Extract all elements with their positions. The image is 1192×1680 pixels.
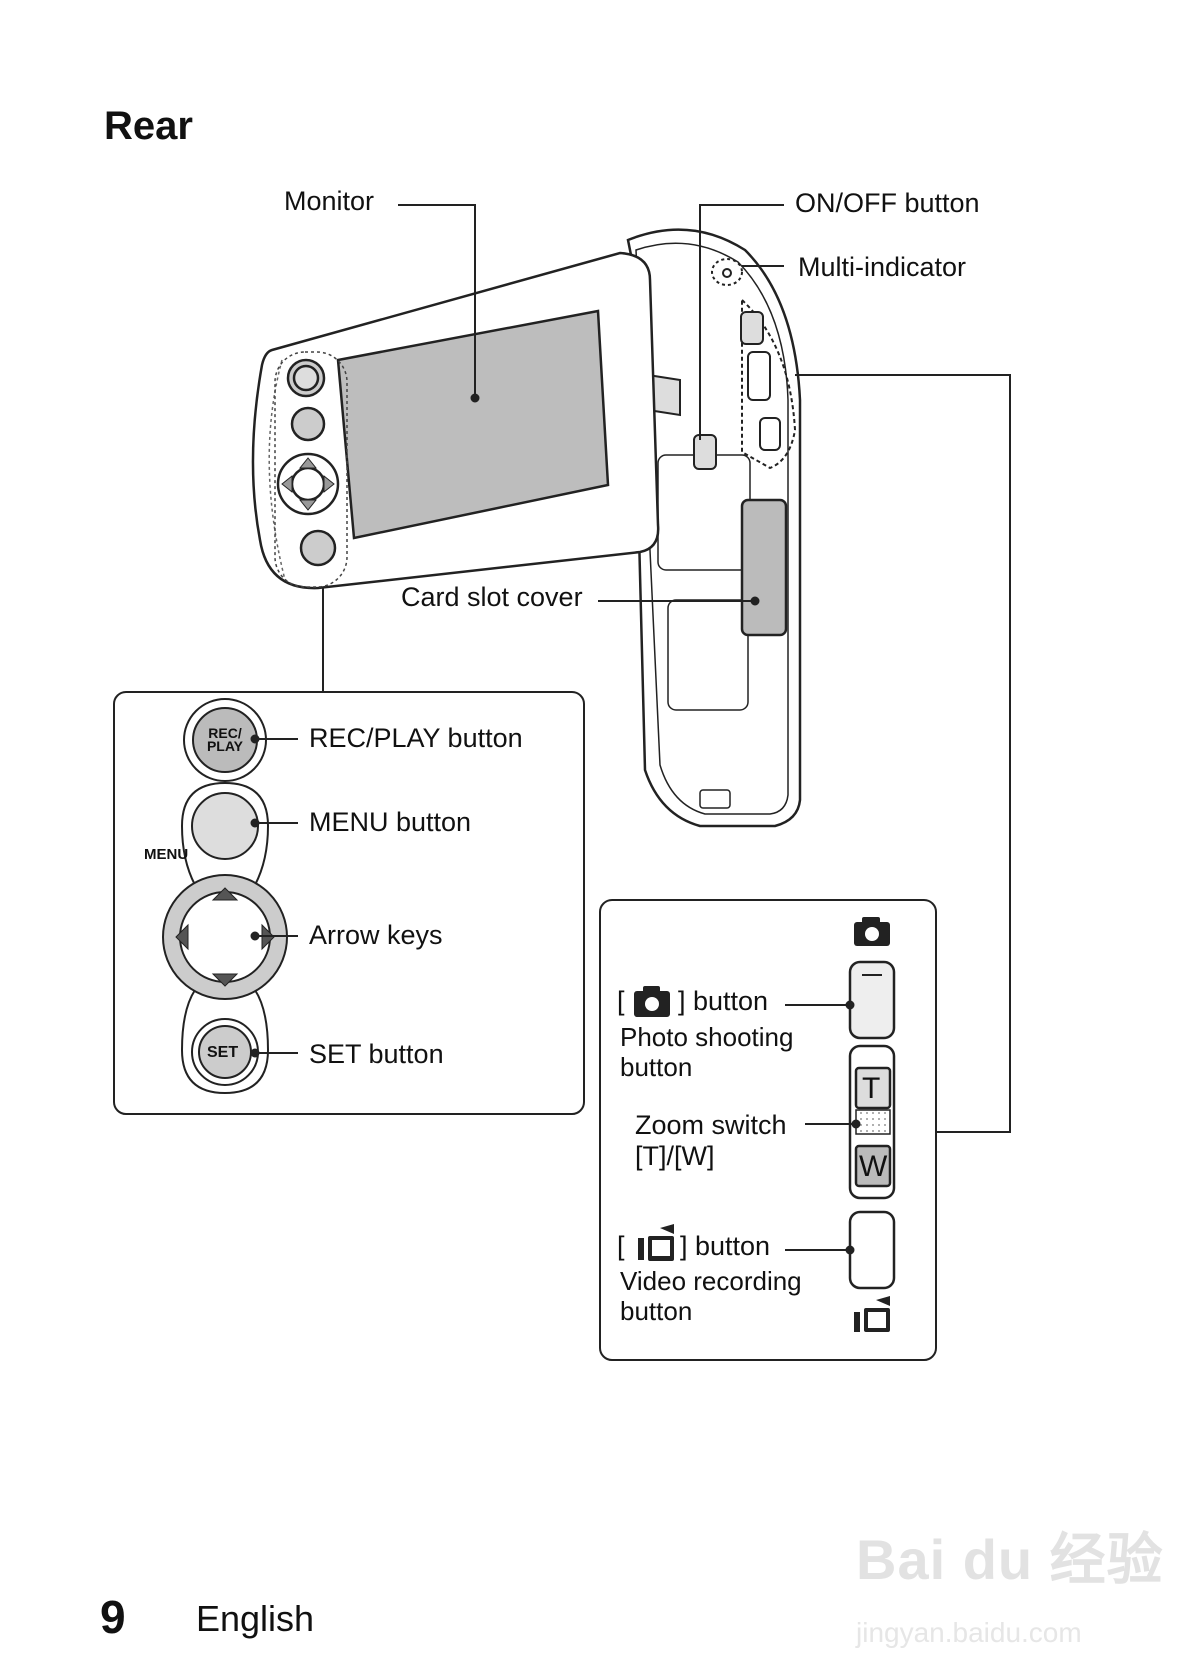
camera-top-icon xyxy=(854,917,890,946)
zoom-switch-label: Zoom switch xyxy=(635,1110,787,1140)
video-bottom-icon xyxy=(854,1296,890,1332)
photo-button-open-bracket: [ xyxy=(617,986,625,1016)
page-language: English xyxy=(196,1598,315,1639)
video-button-open-bracket: [ xyxy=(617,1231,625,1261)
side-controls xyxy=(693,258,797,470)
rec-play-key-face: REC/ PLAY xyxy=(203,725,247,754)
menu-tag: MENU xyxy=(144,846,189,863)
set-button-label: SET button xyxy=(309,1039,444,1069)
video-button-desc: Video recording button xyxy=(620,1266,802,1326)
video-button-label: ] button xyxy=(680,1231,771,1261)
leader-lines xyxy=(322,204,1011,1133)
page-number: 9 xyxy=(100,1591,126,1643)
rec-play-key-bottom: PLAY xyxy=(206,738,244,754)
rec-play-button-label: REC/PLAY button xyxy=(309,723,523,753)
watermark-url: jingyan.baidu.com xyxy=(856,1617,1082,1648)
monitor-label: Monitor xyxy=(284,186,375,216)
left-panel-controls xyxy=(162,698,288,1095)
watermark-logo: Bai du 经验 xyxy=(856,1528,1164,1591)
right-panel-controls xyxy=(848,960,896,1290)
zoom-t-label: T xyxy=(862,1072,881,1105)
section-title: Rear xyxy=(104,104,193,148)
multi-indicator-label: Multi-indicator xyxy=(798,252,967,282)
on-off-button-label: ON/OFF button xyxy=(795,188,980,218)
set-key-face: SET xyxy=(207,1044,239,1061)
left-panel-leaders xyxy=(250,734,298,1058)
photo-button-desc: Photo shooting button xyxy=(620,1022,794,1082)
arrow-keys-label: Arrow keys xyxy=(309,920,443,950)
video-inline-icon xyxy=(638,1224,674,1261)
card-slot-cover-label: Card slot cover xyxy=(401,582,583,612)
rec-play-key-top: REC/ xyxy=(208,725,242,741)
monitor-panel xyxy=(251,251,660,590)
zoom-w-label: W xyxy=(859,1150,888,1183)
photo-inline-icon xyxy=(634,986,670,1017)
right-panel-leaders xyxy=(785,1000,861,1255)
menu-button-label: MENU button xyxy=(309,807,472,837)
zoom-switch-sub: [T]/[W] xyxy=(635,1141,715,1171)
photo-button-label: ] button xyxy=(678,986,769,1016)
